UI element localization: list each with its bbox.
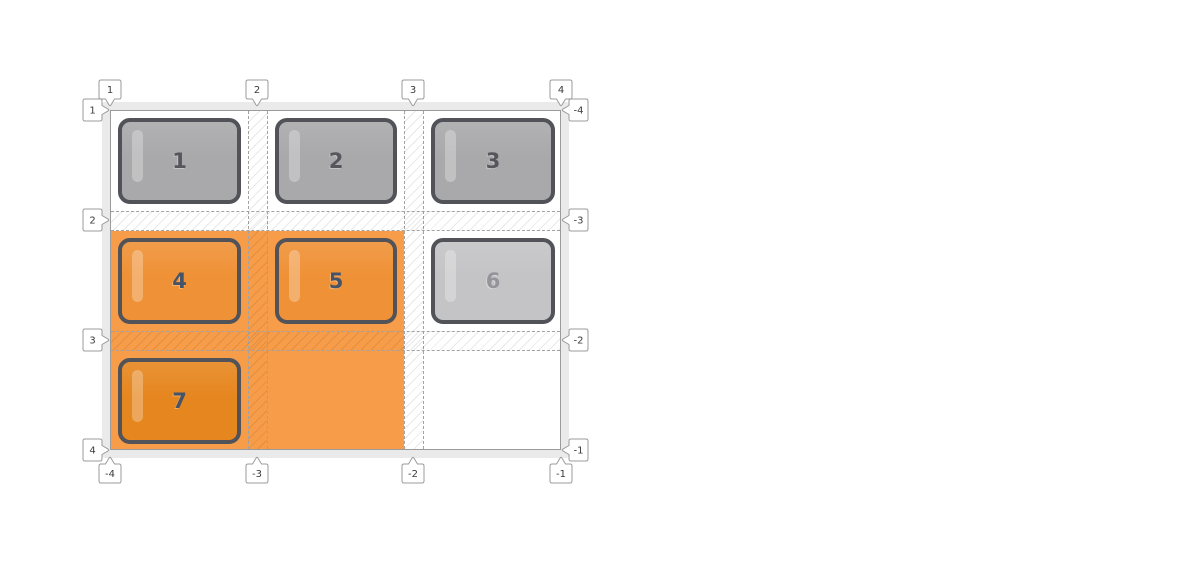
item-gloss-bar <box>132 130 143 182</box>
marker-label: -1 <box>556 469 566 480</box>
row-gap-hatch <box>111 331 560 351</box>
item-gloss-bar <box>445 130 456 182</box>
pin-left-icon <box>561 208 589 232</box>
pin-up-icon <box>245 456 269 484</box>
item-number: 3 <box>485 149 501 173</box>
marker-label: -4 <box>105 469 115 480</box>
pin-right-icon <box>82 208 110 232</box>
col-line-marker-top-1: 1 <box>98 79 122 107</box>
marker-label: -1 <box>574 446 584 457</box>
grid-item-1: 1 <box>118 118 241 204</box>
grid-item-6: 6 <box>431 238 555 324</box>
grid-item-3: 3 <box>431 118 555 204</box>
item-number: 7 <box>172 389 187 413</box>
item-number: 4 <box>172 269 187 293</box>
row-line-marker-left-2: 2 <box>82 208 110 232</box>
marker-label: 3 <box>410 85 416 96</box>
grid-item-4: 4 <box>118 238 241 324</box>
pin-up-icon <box>401 456 425 484</box>
grid-overlay: 1 2 3 4 5 6 7 <box>110 110 561 450</box>
grid-item-7: 7 <box>118 358 241 444</box>
pin-down-icon <box>245 79 269 107</box>
pin-left-icon <box>561 328 589 352</box>
pin-down-icon <box>401 79 425 107</box>
item-gloss-bar <box>132 370 143 422</box>
col-line-marker-bottom-neg2: -2 <box>401 456 425 484</box>
column-gap-hatch <box>404 111 424 449</box>
marker-label: 3 <box>89 336 95 347</box>
row-line-marker-left-4: 4 <box>82 438 110 462</box>
row-line-marker-right-neg4: -4 <box>561 98 589 122</box>
grid-item-5: 5 <box>275 238 397 324</box>
item-number: 2 <box>328 149 344 173</box>
pin-right-icon <box>82 438 110 462</box>
pin-down-icon <box>98 79 122 107</box>
item-number: 6 <box>485 269 501 293</box>
pin-left-icon <box>561 98 589 122</box>
col-line-marker-bottom-neg4: -4 <box>98 456 122 484</box>
marker-label: 4 <box>89 446 95 457</box>
item-gloss-bar <box>289 130 300 182</box>
col-line-marker-bottom-neg3: -3 <box>245 456 269 484</box>
item-number: 1 <box>172 149 187 173</box>
col-line-marker-top-4: 4 <box>549 79 573 107</box>
col-line-marker-bottom-neg1: -1 <box>549 456 573 484</box>
marker-label: 2 <box>254 85 260 96</box>
marker-label: 1 <box>107 85 113 96</box>
grid-item-2: 2 <box>275 118 397 204</box>
item-gloss-bar <box>445 250 456 302</box>
marker-label: -3 <box>252 469 262 480</box>
row-line-marker-left-1: 1 <box>82 98 110 122</box>
item-gloss-bar <box>132 250 143 302</box>
row-line-marker-right-neg2: -2 <box>561 328 589 352</box>
marker-label: 1 <box>89 106 95 117</box>
marker-label: 4 <box>558 85 564 96</box>
marker-label: -4 <box>574 106 584 117</box>
pin-down-icon <box>549 79 573 107</box>
row-gap-hatch <box>111 211 560 231</box>
row-line-marker-right-neg1: -1 <box>561 438 589 462</box>
pin-up-icon <box>549 456 573 484</box>
col-line-marker-top-2: 2 <box>245 79 269 107</box>
row-line-marker-left-3: 3 <box>82 328 110 352</box>
marker-label: -2 <box>574 336 584 347</box>
pin-left-icon <box>561 438 589 462</box>
pin-up-icon <box>98 456 122 484</box>
item-number: 5 <box>328 269 344 293</box>
row-line-marker-right-neg3: -3 <box>561 208 589 232</box>
marker-label: 2 <box>89 216 95 227</box>
marker-label: -3 <box>574 216 584 227</box>
pin-right-icon <box>82 98 110 122</box>
pin-right-icon <box>82 328 110 352</box>
item-gloss-bar <box>289 250 300 302</box>
col-line-marker-top-3: 3 <box>401 79 425 107</box>
column-gap-hatch <box>248 111 268 449</box>
marker-label: -2 <box>408 469 418 480</box>
